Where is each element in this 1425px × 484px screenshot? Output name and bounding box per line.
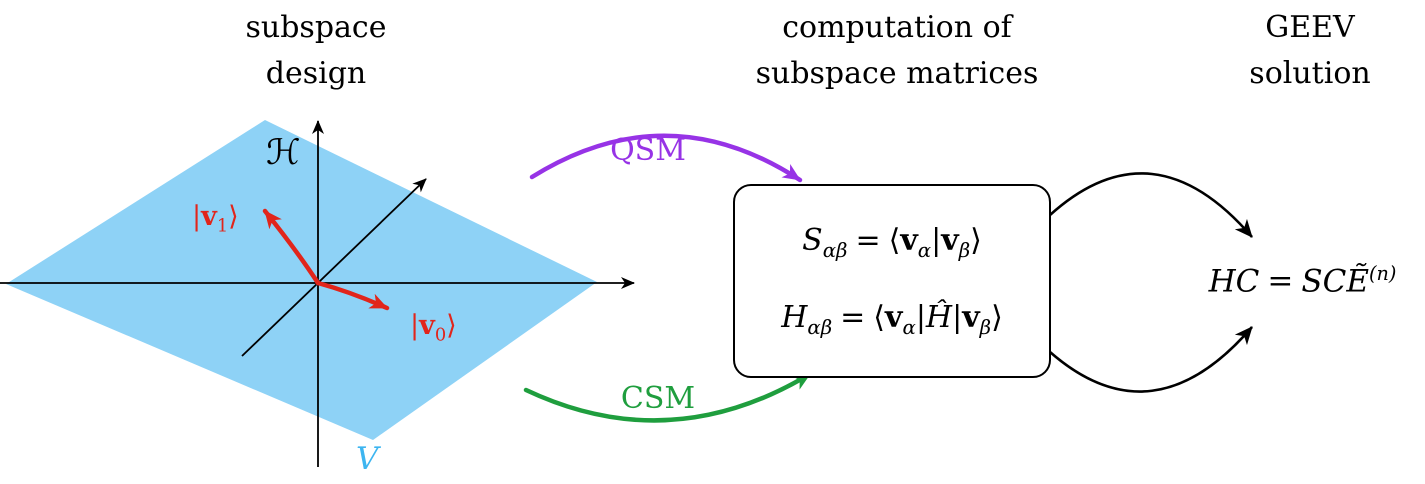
eq-s-v2-sub: β <box>958 239 971 263</box>
vector-v1-arrow <box>262 208 321 286</box>
eq-h-equals: = <box>840 299 866 335</box>
eq-s-v1: v <box>900 223 918 259</box>
subspace-plane <box>6 120 597 440</box>
v0-ket: ⟩ <box>446 310 457 341</box>
header-subspace-matrices-line1: computation of <box>782 10 1012 45</box>
header-geev-solution: GEEV solution <box>1210 5 1410 97</box>
header-geev-solution-line1: GEEV <box>1265 10 1355 45</box>
csm-arrow <box>523 371 813 423</box>
qsm-arrow <box>529 133 803 183</box>
eq-h-v1-sub: α <box>902 315 916 339</box>
overlap-matrix-equation: Sαβ=⟨vα|vβ⟩ <box>802 223 982 262</box>
eq-s-lhs: S <box>802 223 823 259</box>
v0-subscript: 0 <box>434 324 447 346</box>
header-subspace-design-line2: design <box>265 56 367 91</box>
eq-h-v2-sub: β <box>979 315 992 339</box>
eq-h-langle: ⟨ <box>873 299 886 335</box>
hilbert-space-label: ℋ <box>266 133 301 173</box>
csm-method-label: CSM <box>620 381 696 416</box>
header-subspace-design: subspace design <box>170 5 462 97</box>
eq-h-rangle: ⟩ <box>991 299 1003 335</box>
vector-v0-label: |v0⟩ <box>410 312 457 344</box>
geev-arrow-top <box>1049 172 1253 238</box>
geev-rhs-energy: Ẽ <box>1346 263 1369 300</box>
eq-s-langle: ⟨ <box>888 223 901 259</box>
vector-v0-arrow <box>315 280 390 311</box>
header-subspace-matrices: computation of subspace matrices <box>702 5 1092 97</box>
subspace-matrices-box: Sαβ=⟨vα|vβ⟩ Hαβ=⟨vα|Ĥ|vβ⟩ <box>733 184 1051 378</box>
eq-h-bar2: | <box>952 299 963 335</box>
eq-h-bar1: | <box>915 299 926 335</box>
eq-s-equals: = <box>855 223 881 259</box>
eq-h-lhs-sub: αβ <box>807 315 833 339</box>
geev-arrow-bottom <box>1049 326 1253 393</box>
eq-h-operator: Ĥ <box>925 299 953 335</box>
hamiltonian-matrix-equation: Hαβ=⟨vα|Ĥ|vβ⟩ <box>781 300 1003 339</box>
geev-rhs-sc: SC <box>1301 263 1347 300</box>
geev-equals: = <box>1267 263 1294 300</box>
eq-h-v1: v <box>885 299 903 335</box>
geev-equation: HC=SCẼ(n) <box>1180 262 1425 299</box>
eq-s-v1-sub: α <box>917 239 932 263</box>
eq-h-v2: v <box>962 299 980 335</box>
vector-v1-label: |v1⟩ <box>192 203 239 235</box>
v1-symbol: v <box>201 201 217 232</box>
header-geev-solution-line2: solution <box>1249 56 1371 91</box>
v1-ket: ⟩ <box>228 201 239 232</box>
eq-s-bar: | <box>931 223 942 259</box>
v1-bar: | <box>192 201 202 232</box>
header-subspace-design-line1: subspace <box>245 10 387 45</box>
subspace-v-label: V <box>356 441 379 477</box>
eq-s-rangle: ⟩ <box>970 223 982 259</box>
v0-symbol: v <box>419 310 435 341</box>
eq-s-lhs-sub: αβ <box>822 239 848 263</box>
diagonal-axis <box>241 178 427 357</box>
geev-superscript: (n) <box>1369 262 1397 285</box>
qsm-method-label: QSM <box>610 133 686 168</box>
v0-bar: | <box>410 310 420 341</box>
eq-s-v2: v <box>941 223 959 259</box>
v1-subscript: 1 <box>216 215 229 237</box>
geev-lhs: HC <box>1208 263 1260 300</box>
eq-h-lhs: H <box>781 299 808 335</box>
header-subspace-matrices-line2: subspace matrices <box>755 56 1039 91</box>
